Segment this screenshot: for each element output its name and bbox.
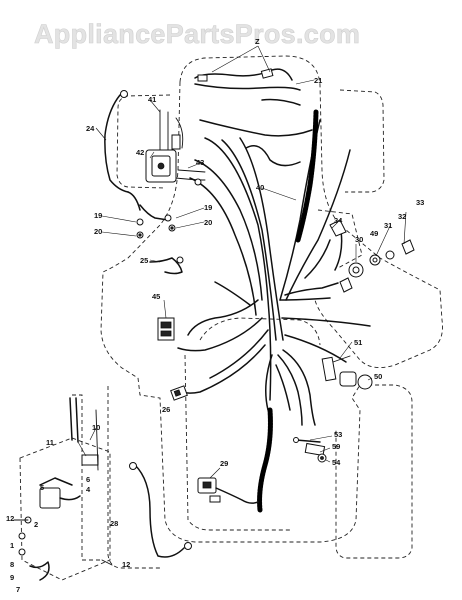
label-32: 32 [398,212,406,221]
label-50: 50 [374,372,382,381]
label-49: 49 [370,229,378,238]
label-51: 51 [354,338,362,347]
fasteners-19-20 [136,204,176,239]
label-24: 24 [86,124,95,133]
fasteners-53-54-59 [293,437,327,463]
label-30: 30 [355,235,363,244]
cable-28 [129,462,192,558]
battery-area [13,397,113,581]
label-42: 42 [136,148,144,157]
switch-51 [321,355,373,390]
label-40: 40 [256,183,264,192]
label-21: 21 [314,76,322,85]
label-leaders [77,79,407,479]
label-4: 4 [86,485,91,494]
front-harness-21 [194,45,301,106]
label-59: 59 [332,442,340,451]
ignition-parts-right [329,219,415,293]
main-wiring-harness [177,119,371,426]
cable-25 [149,256,184,275]
label-25: 25 [140,256,148,265]
label-12-left: 12 [6,514,14,523]
label-20-left: 20 [94,227,102,236]
label-53: 53 [334,430,342,439]
label-26: 26 [162,405,170,414]
harness-loom-upper [295,109,319,243]
label-31: 31 [384,221,392,230]
connector-29 [197,477,259,504]
label-5: 5 [40,483,44,492]
label-11: 11 [46,438,54,447]
label-6: 6 [86,475,90,484]
part-labels: Z 21 24 41 42 43 40 19 20 19 20 25 45 34… [6,37,424,594]
switch-26 [170,385,188,401]
watermark-text: AppliancePartsPros.com [34,19,360,49]
label-12-right: 12 [122,560,130,569]
harness-loom-lower [257,407,273,513]
label-41: 41 [148,95,156,104]
label-34: 34 [334,216,343,225]
label-1: 1 [10,541,14,550]
label-28: 28 [110,519,118,528]
wire-24 [104,90,141,211]
label-19-right: 19 [204,203,212,212]
label-43: 43 [196,158,204,167]
label-33: 33 [416,198,424,207]
label-2: 2 [34,520,38,529]
label-54: 54 [332,458,341,467]
label-z: Z [255,37,260,46]
label-19-left: 19 [94,211,102,220]
label-20-right: 20 [204,218,212,227]
label-29: 29 [220,459,228,468]
label-8: 8 [10,560,14,569]
label-7: 7 [16,585,20,594]
label-9: 9 [10,573,14,582]
module-45 [157,317,175,341]
label-45: 45 [152,292,160,301]
ignition-switch-42 [145,109,206,186]
label-10: 10 [92,423,100,432]
